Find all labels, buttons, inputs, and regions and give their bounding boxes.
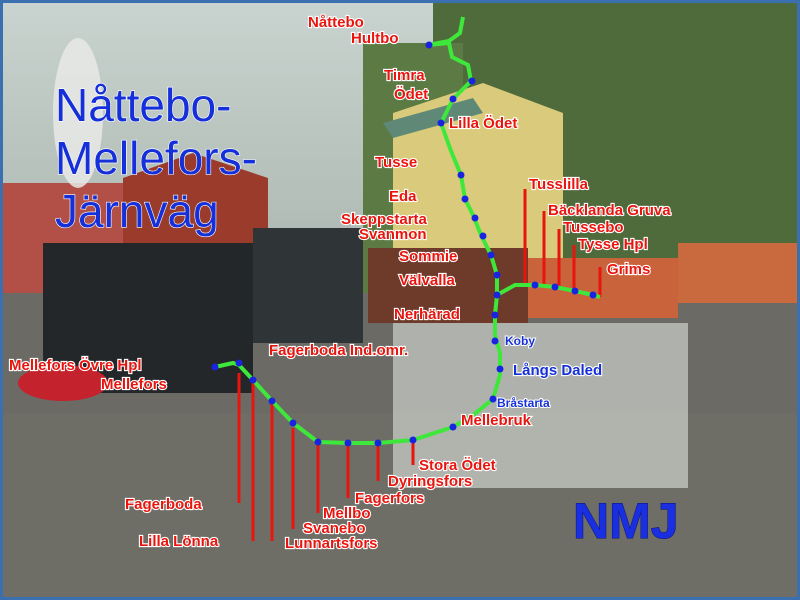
label-nerharad: Nerhärad: [394, 306, 460, 323]
red-disc: [18, 365, 108, 401]
label-tussebo: Tussebo: [563, 219, 624, 236]
railway-map: Nåttebo- Mellefors- Järnväg: [3, 3, 797, 597]
label-eda: Eda: [389, 188, 417, 205]
label-lilla-lonna: Lilla Lönna: [139, 533, 219, 550]
title-line-3: Järnväg: [55, 185, 219, 237]
label-skeppstarta: Skeppstarta: [341, 211, 428, 228]
tender: [253, 228, 363, 343]
label-tusslilla: Tusslilla: [529, 176, 589, 193]
label-koby: Koby: [505, 334, 535, 348]
label-dyringsfors: Dyringsfors: [388, 473, 472, 490]
label-brastarta: Bråstarta: [497, 396, 550, 410]
label-hultbo: Hultbo: [351, 30, 398, 47]
label-valvalla: Välvalla: [399, 272, 456, 289]
coach-two: [678, 243, 797, 303]
label-fagerfors: Fagerfors: [355, 490, 424, 507]
label-svanebo: Svanebo: [303, 520, 366, 537]
station-building: [393, 83, 563, 263]
label-fagerboda: Fagerboda: [125, 496, 202, 513]
label-fagerboda-ind: Fagerboda Ind.omr.: [269, 342, 408, 359]
station-dots: [211, 41, 597, 447]
nmj-logo: NMJ: [573, 493, 679, 549]
goods-wagon: [368, 248, 528, 323]
title-line-2: Mellefors-: [55, 132, 257, 184]
label-timra: Timra: [384, 67, 425, 84]
title-line-1: Nåttebo-: [55, 79, 231, 131]
red-house: [123, 153, 268, 253]
label-stora-odet: Stora Ödet: [419, 457, 496, 474]
label-odet: Ödet: [394, 86, 428, 103]
label-mellebruk: Mellebruk: [461, 412, 532, 429]
label-lunnartsfors: Lunnartsfors: [285, 535, 378, 552]
label-leaders: [237, 189, 602, 541]
label-lilla-odet: Lilla Ödet: [449, 115, 517, 132]
station-roof: [383, 98, 483, 138]
label-mellefors: Mellefors: [101, 376, 167, 393]
label-grims: Grims: [607, 261, 650, 278]
label-langs-daled: Långs Daled: [513, 362, 602, 379]
platform-highlight: [393, 323, 688, 488]
steam-plume: [53, 38, 103, 188]
label-backlanda: Bäcklanda Gruva: [548, 202, 671, 219]
label-mellbo: Mellbo: [323, 505, 371, 522]
label-mellefors-ovre: Mellefors Övre Hpl: [9, 357, 142, 374]
label-tusse: Tusse: [375, 154, 417, 171]
label-sommie: Sommie: [399, 248, 457, 265]
label-tysse: Tysse Hpl: [578, 236, 648, 253]
label-svanmon: Svanmon: [359, 226, 427, 243]
label-nattebo: Nåttebo: [308, 14, 364, 31]
